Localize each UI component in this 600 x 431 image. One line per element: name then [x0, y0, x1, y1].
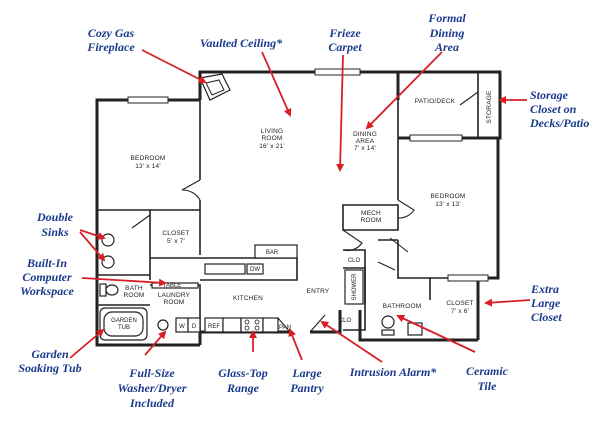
room-bath-1-2: ROOM	[123, 292, 144, 299]
callout-sinks-1: Double	[36, 210, 74, 224]
room-closet-1-size: 5' x 7'	[167, 238, 185, 245]
room-clo-2: CLO	[339, 318, 352, 324]
room-table: TABLE	[163, 283, 182, 289]
inner-walls	[97, 72, 479, 345]
callout-formal-1: Formal	[427, 11, 466, 25]
callout-storage-3: Decks/Patio	[529, 116, 589, 130]
room-closet-2-size: 7' x 6'	[451, 308, 469, 315]
range-icon	[240, 317, 264, 333]
callout-computer-2: Computer	[22, 270, 72, 284]
room-dryer: D	[192, 324, 197, 330]
callout-fireplace-2: Fireplace	[86, 40, 135, 54]
door-swings	[131, 91, 479, 333]
callout-sinks-2: Sinks	[41, 225, 69, 239]
callout-ceramic-2: Tile	[478, 379, 498, 393]
room-closet-1: CLOSET	[162, 230, 189, 237]
callout-formal-2: Dining	[429, 26, 465, 40]
callout-pantry-1: Large	[291, 366, 322, 380]
callout-glass-1: Glass-Top	[218, 366, 268, 380]
room-bedroom-1: BEDROOM	[131, 155, 166, 162]
callouts: Cozy Gas Fireplace Vaulted Ceiling* Frie…	[18, 11, 589, 410]
garden-tub-icon	[99, 307, 148, 341]
toilet-icon	[381, 315, 395, 336]
callout-ceramic-1: Ceramic	[466, 364, 509, 378]
room-storage: STORAGE	[486, 90, 493, 124]
callout-storage-2: Closet on	[530, 102, 577, 116]
room-bedroom-2-size: 13' x 13'	[435, 201, 461, 208]
room-shower: SHOWER	[352, 273, 358, 301]
room-washer: W	[179, 324, 185, 330]
room-dining-size: 7' x 14'	[354, 145, 376, 152]
room-laundry-2: ROOM	[163, 299, 184, 306]
room-laundry: LAUNDRY	[158, 292, 191, 299]
callout-washer-1: Full-Size	[128, 366, 175, 380]
callout-extra-2: Large	[530, 296, 561, 310]
room-ref: REF	[208, 324, 220, 330]
callout-vaulted: Vaulted Ceiling*	[200, 36, 283, 50]
room-bedroom-2: BEDROOM	[431, 193, 466, 200]
callout-formal-3: Area	[434, 40, 459, 54]
room-bedroom-1-size: 13' x 14'	[135, 163, 161, 170]
room-bathroom: BATHROOM	[383, 303, 422, 310]
sink-icon	[101, 233, 115, 247]
room-kitchen: KITCHEN	[233, 295, 263, 302]
room-dining: DINING	[353, 131, 377, 138]
callout-computer-1: Built-In	[26, 256, 67, 270]
callout-computer-3: Workspace	[20, 284, 74, 298]
room-dw: DW	[250, 267, 260, 273]
callout-fireplace-1: Cozy Gas	[88, 26, 135, 40]
callout-garden-2: Soaking Tub	[18, 361, 81, 375]
callout-storage-1: Storage	[530, 88, 569, 102]
callout-garden-1: Garden	[31, 347, 69, 361]
callout-arrows	[69, 49, 531, 363]
sink-icon	[101, 255, 115, 269]
room-living-2: ROOM	[261, 135, 282, 142]
callout-frieze-2: Carpet	[328, 40, 362, 54]
callout-glass-2: Range	[226, 381, 260, 395]
room-living-size: 16' x 21'	[259, 143, 285, 150]
callout-extra-1: Extra	[530, 282, 559, 296]
room-living: LIVING	[261, 128, 284, 135]
callout-washer-2: Washer/Dryer	[117, 381, 186, 395]
room-bar: BAR	[266, 250, 279, 256]
room-patio: PATIO/DECK	[415, 98, 456, 105]
room-mech: MECH	[361, 210, 381, 217]
callout-washer-3: Included	[129, 396, 175, 410]
room-garden-tub: GARDEN	[111, 318, 137, 324]
room-mech-2: ROOM	[360, 217, 381, 224]
room-garden-tub-2: TUB	[118, 325, 130, 331]
room-entry: ENTRY	[307, 288, 330, 295]
room-dining-2: AREA	[356, 138, 375, 145]
callout-extra-3: Closet	[531, 310, 562, 324]
room-closet-2: CLOSET	[446, 300, 473, 307]
room-clo-1: CLO	[348, 258, 361, 264]
room-pan: PAN	[279, 325, 291, 331]
sink-icon	[157, 319, 169, 331]
callout-pantry-2: Pantry	[290, 381, 324, 395]
room-labels: BEDROOM 13' x 14' LIVING ROOM 16' x 21' …	[111, 90, 493, 331]
toilet-icon	[99, 283, 119, 297]
dryer-icon	[187, 317, 201, 333]
room-bath-1: BATH	[125, 285, 143, 292]
outer-walls	[95, 70, 502, 347]
callout-frieze-1: Frieze	[328, 26, 361, 40]
windows	[127, 68, 489, 282]
callout-alarm: Intrusion Alarm*	[349, 365, 438, 379]
fireplace-icon	[199, 73, 231, 101]
